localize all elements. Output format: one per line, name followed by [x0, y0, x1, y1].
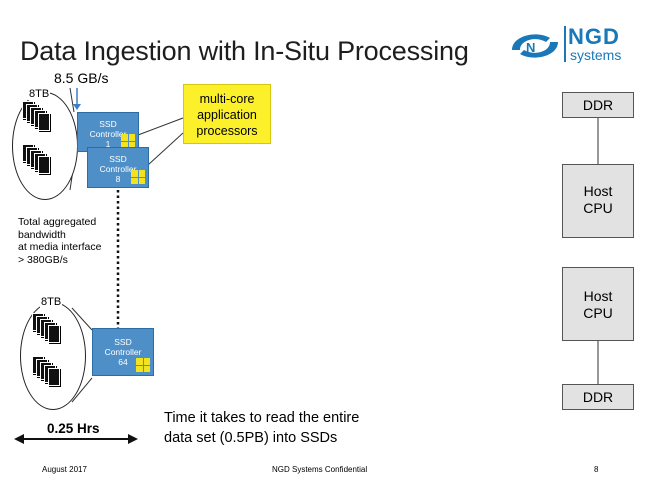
time-description-line: data set (0.5PB) into SSDs [164, 430, 338, 446]
footer-date: August 2017 [42, 465, 87, 474]
cpu-label: CPU [583, 200, 613, 216]
ssd-label: 64 [118, 357, 128, 367]
ssd-label: 1 [105, 139, 111, 149]
ssd-label: Controller [89, 129, 127, 139]
capacity-label-top: 8TB [28, 88, 51, 100]
aggregate-line: bandwidth [18, 228, 66, 241]
ddr-box-bottom: DDR [562, 384, 634, 410]
host-cpu-box-top: Host CPU [562, 164, 634, 238]
drive-group-bottom [20, 302, 86, 410]
time-description: Time it takes to read the entire data se… [164, 408, 404, 448]
cores-icon [136, 358, 150, 372]
ssd-label: SSD [99, 119, 117, 129]
processors-callout: multi-core application processors [183, 84, 271, 144]
ngd-logo-icon: N [512, 34, 558, 58]
ssd-label: Controller [104, 347, 142, 357]
time-description-line: Time it takes to read the entire [164, 410, 360, 426]
svg-text:N: N [526, 40, 535, 55]
host-cpu-box-bottom: Host CPU [562, 267, 634, 341]
ssd-controller-1: SSD Controller 1 [77, 112, 139, 152]
cpu-label: Host [583, 183, 613, 199]
callout-text: multi-core [199, 92, 255, 106]
aggregate-line: Total aggregated [18, 216, 97, 228]
callout-text: application [197, 108, 257, 122]
ssd-label: 8 [115, 174, 121, 184]
footer-confidential: NGD Systems Confidential [272, 465, 368, 474]
slide-title: Data Ingestion with In-Situ Processing [20, 36, 469, 66]
aggregate-line: > 380GB/s [18, 253, 68, 266]
aggregate-bandwidth-text: Total aggregated bandwidth at media inte… [18, 216, 118, 266]
cpu-label: CPU [583, 305, 613, 321]
time-label: 0.25 Hrs [47, 421, 100, 436]
logo-subtitle: systems [570, 47, 622, 63]
cpu-label: Host [583, 288, 613, 304]
aggregate-line: at media interface [18, 241, 102, 253]
ssd-label: SSD [109, 154, 127, 164]
cores-icon [121, 134, 135, 148]
ssd-label: SSD [114, 337, 132, 347]
callout-text: processors [196, 124, 258, 138]
cores-icon [131, 170, 145, 184]
ddr-box-top: DDR [562, 92, 634, 118]
page-number: 8 [594, 465, 599, 474]
ssd-controller-64: SSD Controller 64 [92, 328, 154, 376]
ssd-controller-8: SSD Controller 8 [87, 147, 149, 188]
bandwidth-label: 8.5 GB/s [54, 70, 109, 86]
capacity-label-bottom: 8TB [40, 296, 63, 308]
ssd-label: Controller [99, 164, 137, 174]
logo-divider [564, 26, 566, 62]
logo-name: NGD [568, 24, 620, 49]
